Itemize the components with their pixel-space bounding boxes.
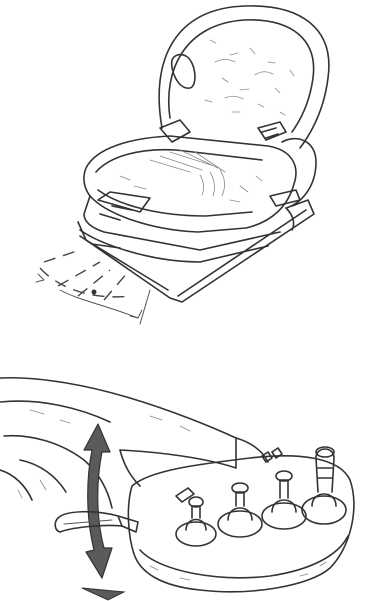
seat-figure bbox=[0, 0, 365, 340]
joystick-3 bbox=[262, 471, 306, 529]
joystick-group bbox=[176, 447, 346, 546]
seat-cushion bbox=[84, 136, 296, 232]
pivot-dot-icon bbox=[92, 290, 97, 295]
seat-illustration bbox=[0, 0, 365, 340]
joystick-1 bbox=[176, 497, 216, 546]
joystick-2 bbox=[218, 483, 262, 537]
armrest-body bbox=[0, 378, 236, 508]
joystick-4 bbox=[302, 447, 346, 524]
armrest-figure bbox=[0, 340, 365, 601]
seat-slide-arc-indicator bbox=[36, 250, 150, 324]
control-console bbox=[128, 438, 354, 592]
seat-base bbox=[78, 190, 314, 302]
armrest-illustration bbox=[0, 340, 365, 601]
